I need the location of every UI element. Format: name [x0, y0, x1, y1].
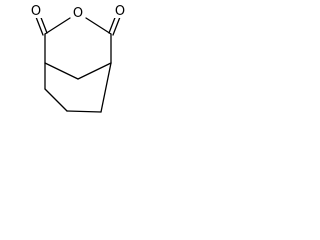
chemical-structure-diagram: O O O [30, 4, 126, 113]
bond-c4-o3-line-b [112, 16, 121, 36]
atom-o3-mask [114, 4, 126, 18]
bond-c3-c5 [77, 62, 112, 80]
atom-o1-mask [30, 4, 42, 18]
atom-o3-label: O [115, 4, 125, 19]
bond-c6-c7 [44, 88, 68, 112]
bond-c8-c5 [100, 62, 112, 113]
bond-c2-o2 [44, 17, 71, 35]
atom-o1-label: O [31, 4, 41, 19]
atom-label-layer: O O O [30, 4, 126, 21]
bond-o2-c4 [85, 17, 112, 35]
atom-o2-label: O [73, 6, 83, 21]
bond-c1-c3 [44, 62, 79, 80]
bond-c2-o1-line-a [35, 16, 44, 36]
bond-c7-c8 [66, 110, 102, 113]
bond-layer [35, 14, 121, 113]
atom-o2-mask [72, 6, 84, 20]
